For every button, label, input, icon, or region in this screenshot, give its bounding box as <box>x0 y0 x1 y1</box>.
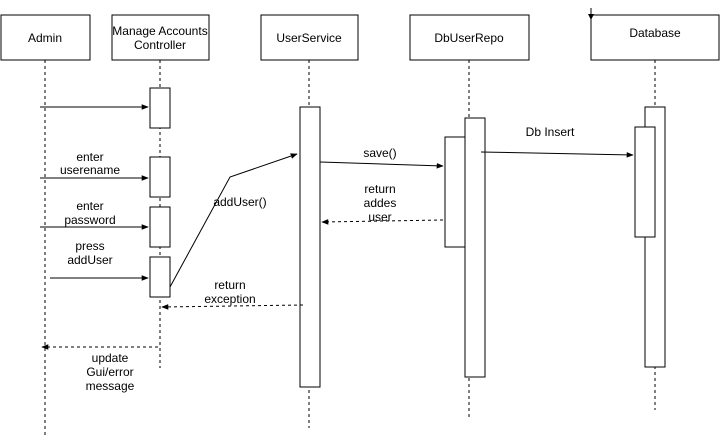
return-arrow-added-user <box>321 219 444 225</box>
return-exception-line2: exception <box>204 292 255 306</box>
participant-db-user-repo-label: DbUserRepo <box>434 31 504 45</box>
message-arrow-add-user <box>169 153 298 288</box>
participant-user-service-label: UserService <box>276 31 342 45</box>
participant-db-user-repo: DbUserRepo <box>409 14 530 61</box>
update-gui-line2: Gui/error <box>86 365 133 379</box>
message-arrow-save <box>319 161 444 169</box>
activation-controller-1 <box>149 87 171 129</box>
return-added-user-line1: return <box>364 182 395 196</box>
activation-database-inner <box>634 126 656 238</box>
participant-controller-label-line1: Manage Accounts <box>112 24 207 38</box>
participant-database: Database <box>588 8 720 61</box>
activation-user-service <box>299 106 321 388</box>
participant-database-label: Database <box>629 26 681 40</box>
message-press-add-user-line1: press <box>75 239 104 253</box>
activation-db-user-repo-inner <box>444 136 466 248</box>
activation-controller-2 <box>149 156 171 198</box>
activation-db-user-repo-outer <box>464 117 486 378</box>
message-db-insert-label: Db Insert <box>526 125 575 139</box>
message-enter-password-line1: enter <box>76 199 103 213</box>
message-enter-username-line2: userename <box>60 163 120 177</box>
message-add-user-label: addUser() <box>213 195 266 209</box>
return-added-user-line2: addes <box>364 196 397 210</box>
update-gui-line1: update <box>92 351 129 365</box>
update-gui-line3: message <box>86 379 135 393</box>
activation-controller-4 <box>149 256 171 298</box>
message-enter-username-line1: enter <box>76 150 103 164</box>
participant-admin: Admin <box>0 14 91 61</box>
message-press-add-user-line2: addUser <box>67 253 112 267</box>
activation-controller-3 <box>149 206 171 248</box>
return-exception-line1: return <box>214 278 245 292</box>
database-top-arrow-icon <box>588 14 594 20</box>
message-save-label: save() <box>363 146 396 160</box>
participant-controller-label-line2: Controller <box>134 38 186 52</box>
message-arrow-db-insert <box>480 151 634 158</box>
participant-admin-label: Admin <box>28 31 62 45</box>
participant-controller: Manage Accounts Controller <box>111 14 210 61</box>
return-added-user-line3: user <box>368 210 391 224</box>
participant-user-service: UserService <box>260 14 359 61</box>
message-enter-password-line2: password <box>64 213 115 227</box>
